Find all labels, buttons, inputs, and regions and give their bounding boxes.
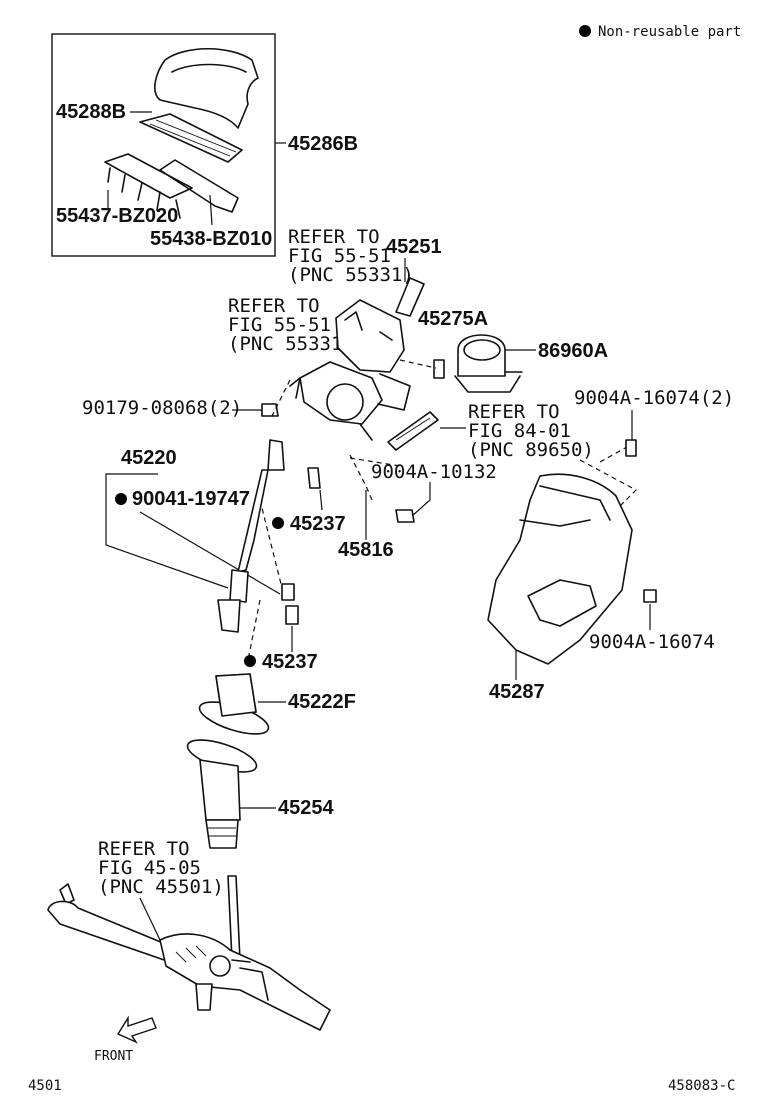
bolt-45275A-icon — [433, 359, 445, 379]
non-reusable-marker-45237b-icon — [244, 655, 256, 667]
non-reusable-marker-icon — [579, 25, 591, 37]
label-9004A-16074-2: 9004A-16074(2) — [574, 387, 734, 409]
bolt-90041-icon — [281, 583, 295, 601]
bracket-strip — [387, 411, 439, 451]
plate-shape — [139, 113, 243, 163]
label-45237-lower: 45237 — [262, 651, 318, 673]
label-45237-upper: 45237 — [290, 513, 346, 535]
svg-text:REFER TO: REFER TO — [468, 401, 560, 423]
svg-text:FIG 55-51: FIG 55-51 — [288, 245, 391, 267]
bolt-45237-lower-icon — [285, 605, 299, 625]
front-arrow-icon — [116, 1015, 157, 1044]
leader-90041 — [139, 511, 281, 595]
svg-text:FIG 45-05: FIG 45-05 — [98, 857, 201, 879]
legend-text: Non-reusable part — [598, 24, 741, 40]
inset-box: 45288B 45286B 55437-BZ020 55438-BZ010 — [51, 33, 358, 257]
tie-rod-end-stud — [59, 883, 75, 905]
label-55438-BZ010: 55438-BZ010 — [150, 228, 272, 250]
refer-note-55-51-mid: REFER TO FIG 55-51 (PNC 55331) — [228, 295, 354, 355]
label-45288B: 45288B — [56, 101, 126, 123]
leader-45220 — [105, 473, 229, 589]
svg-text:REFER TO: REFER TO — [98, 838, 190, 860]
legend: Non-reusable part — [579, 24, 741, 40]
label-9004A-10132: 9004A-10132 — [371, 461, 497, 483]
column-cover-45287 — [487, 439, 657, 665]
label-45222F: 45222F — [288, 691, 356, 713]
svg-text:REFER TO: REFER TO — [288, 226, 380, 248]
label-90179-08068: 90179-08068(2) — [82, 397, 242, 419]
bolt-9004A-10132-icon — [395, 509, 415, 523]
footer-right-code: 458083-C — [668, 1078, 735, 1094]
steering-column-assembly — [261, 277, 445, 441]
svg-text:FIG 55-51: FIG 55-51 — [228, 314, 331, 336]
label-45254: 45254 — [278, 797, 334, 819]
hole-cover-45222F — [198, 673, 270, 735]
svg-text:FIG 84-01: FIG 84-01 — [468, 420, 571, 442]
bracket-55437-shape — [104, 153, 193, 219]
motor-86960A — [454, 334, 536, 393]
rack-housing — [159, 933, 331, 1031]
svg-text:REFER TO: REFER TO — [228, 295, 320, 317]
label-45220: 45220 — [121, 447, 177, 469]
label-9004A-16074: 9004A-16074 — [589, 631, 715, 653]
screw-9004A-16074-upper-icon — [625, 439, 637, 457]
non-reusable-marker-90041-icon — [115, 493, 127, 505]
svg-text:(PNC 89650): (PNC 89650) — [468, 439, 594, 461]
label-45251: 45251 — [386, 236, 442, 258]
front-label: FRONT — [94, 1049, 133, 1064]
screw-9004A-16074-lower-icon — [643, 589, 657, 603]
assembly-dash-lines — [247, 359, 637, 661]
svg-text:(PNC 55331): (PNC 55331) — [228, 333, 354, 355]
bracket-55438-shape — [159, 159, 239, 213]
footer-left-code: 4501 — [28, 1078, 62, 1094]
label-45816: 45816 — [338, 539, 394, 561]
column-motor-flange — [326, 383, 364, 421]
bolt-45237-upper-icon — [307, 467, 321, 489]
column-housing — [335, 299, 405, 373]
column-shaft-top — [395, 277, 425, 317]
steering-rack — [47, 875, 331, 1031]
boot-45254 — [186, 739, 258, 849]
label-55437-BZ020: 55437-BZ020 — [56, 205, 178, 227]
non-reusable-marker-45237a-icon — [272, 517, 284, 529]
refer-note-84-01: REFER TO FIG 84-01 (PNC 89650) — [468, 401, 594, 461]
label-45286B: 45286B — [288, 133, 358, 155]
refer-note-55-51-top: REFER TO FIG 55-51 (PNC 55331) — [288, 226, 414, 286]
label-90041-19747: 90041-19747 — [132, 488, 250, 510]
pinion-shaft — [227, 875, 241, 961]
nut-90179-icon — [261, 403, 279, 417]
label-45275A: 45275A — [418, 308, 488, 330]
plate-hatch — [149, 119, 237, 157]
svg-text:(PNC 55331): (PNC 55331) — [288, 264, 414, 286]
svg-text:(PNC 45501): (PNC 45501) — [98, 876, 224, 898]
label-45287: 45287 — [489, 681, 545, 703]
tie-rod — [47, 900, 181, 963]
label-86960A: 86960A — [538, 340, 608, 362]
intermediate-shaft — [217, 439, 295, 633]
refer-note-45-05: REFER TO FIG 45-05 (PNC 45501) — [98, 838, 224, 898]
leader-55438 — [209, 194, 213, 226]
upper-cover-rib — [171, 63, 247, 73]
